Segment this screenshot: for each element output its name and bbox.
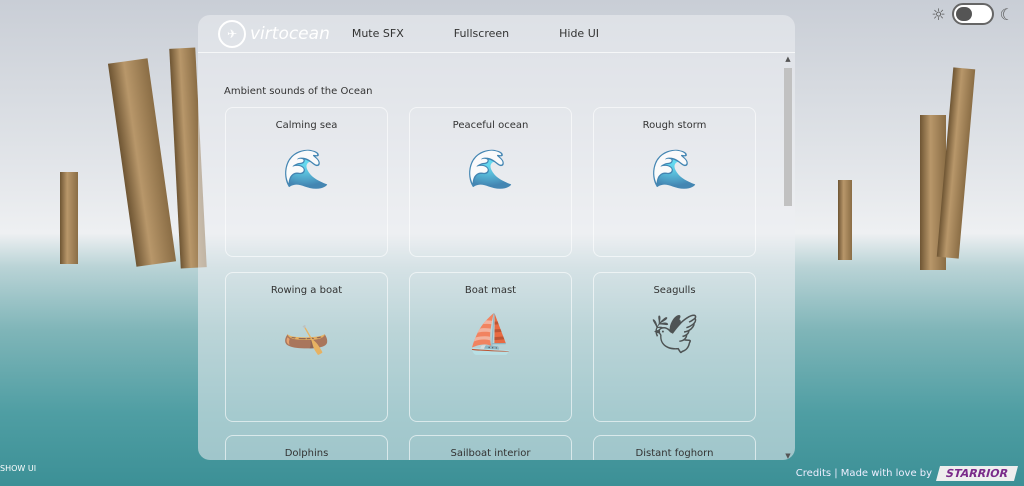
kayak-icon: 🛶 — [282, 312, 331, 356]
logo[interactable]: ✈virtocean — [218, 19, 330, 48]
theme-switch[interactable]: ☼ ☾ — [931, 3, 1014, 25]
sound-card[interactable]: Peaceful ocean 🌊 — [409, 107, 572, 257]
sound-card-label: Sailboat interior — [450, 448, 531, 459]
sound-card-label: Dolphins — [284, 448, 329, 459]
fullscreen-button[interactable]: Fullscreen — [453, 27, 510, 40]
sun-icon: ☼ — [931, 4, 946, 24]
scrollbar[interactable]: ▲ ▼ — [783, 55, 793, 460]
mute-sfx-button[interactable]: Mute SFX — [351, 27, 404, 40]
scrollbar-thumb[interactable] — [784, 68, 792, 206]
storm-wave-icon: 🌊 — [650, 147, 699, 191]
brand-logo[interactable]: STARRIOR — [936, 466, 1019, 481]
sound-card-label: Distant foghorn — [635, 448, 714, 459]
sound-card-label: Rowing a boat — [270, 285, 343, 296]
sound-card[interactable]: Rowing a boat 🛶 — [225, 272, 388, 422]
scroll-up-icon[interactable]: ▲ — [785, 55, 791, 63]
show-ui-button[interactable]: SHOW UI — [0, 464, 37, 473]
wave-sun-icon: 🌊 — [466, 147, 515, 191]
sound-card-label: Seagulls — [653, 285, 696, 296]
main-panel: ✈virtocean Mute SFX Fullscreen Hide UI A… — [198, 15, 795, 460]
sound-card-label: Rough storm — [642, 120, 707, 131]
sound-card[interactable]: Distant foghorn — [593, 435, 756, 460]
sound-card-label: Boat mast — [464, 285, 517, 296]
sound-card[interactable]: Boat mast ⛵ — [409, 272, 572, 422]
wooden-post — [60, 172, 78, 264]
header: ✈virtocean Mute SFX Fullscreen Hide UI — [198, 15, 795, 53]
theme-toggle[interactable] — [951, 3, 994, 25]
sound-card-label: Calming sea — [275, 120, 338, 131]
seagull-icon: 🕊 — [650, 312, 699, 356]
sound-card[interactable]: Calming sea 🌊 — [225, 107, 388, 257]
sound-card[interactable]: Sailboat interior — [409, 435, 572, 460]
moon-icon: ☾ — [999, 4, 1014, 24]
sailboat-icon: ⛵ — [466, 312, 515, 356]
hide-ui-button[interactable]: Hide UI — [559, 27, 599, 40]
sound-card-label: Peaceful ocean — [452, 120, 529, 131]
logo-text: virtocean — [250, 23, 330, 44]
section-title: Ambient sounds of the Ocean — [224, 86, 373, 97]
sound-card[interactable]: Seagulls 🕊 — [593, 272, 756, 422]
sound-card[interactable]: Rough storm 🌊 — [593, 107, 756, 257]
credits-text[interactable]: Credits | Made with love by — [795, 468, 933, 479]
waves-icon: 🌊 — [282, 147, 331, 191]
bird-logo-icon: ✈ — [218, 19, 246, 48]
wooden-post — [107, 58, 177, 267]
wooden-post — [838, 180, 852, 260]
sound-card[interactable]: Dolphins — [225, 435, 388, 460]
scroll-down-icon[interactable]: ▼ — [785, 452, 791, 460]
